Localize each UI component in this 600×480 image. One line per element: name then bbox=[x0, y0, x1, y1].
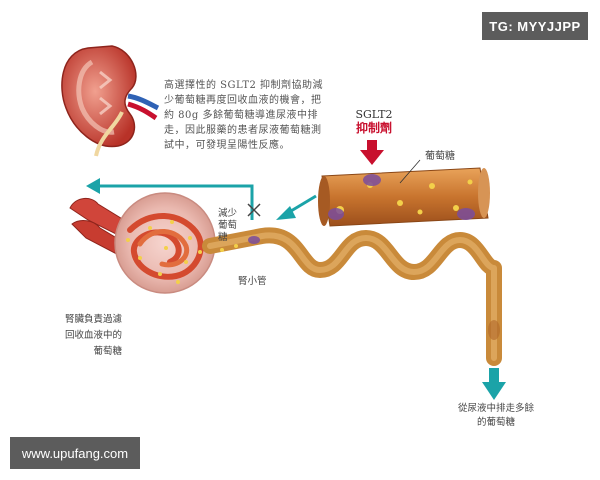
reduce-glucose-label: 減少葡萄糖 bbox=[218, 208, 238, 243]
excretion-arrow bbox=[482, 368, 506, 400]
blocked-reabsorption-arrow bbox=[276, 194, 317, 220]
glomerulus bbox=[69, 192, 216, 294]
excrete-note: 從尿液中排走多餘的葡萄糖 bbox=[457, 403, 534, 428]
renal-tubule bbox=[202, 227, 502, 366]
blood-vessel bbox=[318, 159, 490, 227]
sglt2-label: SGLT2 bbox=[355, 108, 393, 121]
watermark-tg-badge: TG: MYYJJPP bbox=[482, 12, 588, 40]
tubule-label: 腎小管 bbox=[238, 276, 267, 287]
sglt2-arrow bbox=[360, 140, 384, 165]
kidney-note: 腎臟負責過濾回收血液中的葡萄糖 bbox=[64, 314, 122, 357]
kidney-illustration bbox=[61, 45, 160, 157]
glucose-label: 葡萄糖 bbox=[425, 151, 455, 162]
watermark-site-badge: www.upufang.com bbox=[10, 437, 140, 469]
blocked-x-icon bbox=[247, 203, 261, 217]
description-text: 高選擇性的 SGLT2 抑制劑協助減少葡萄糖再度回收血液的機會，把約 80g 多… bbox=[164, 80, 324, 151]
inhibitor-label: 抑制劑 bbox=[355, 121, 392, 135]
